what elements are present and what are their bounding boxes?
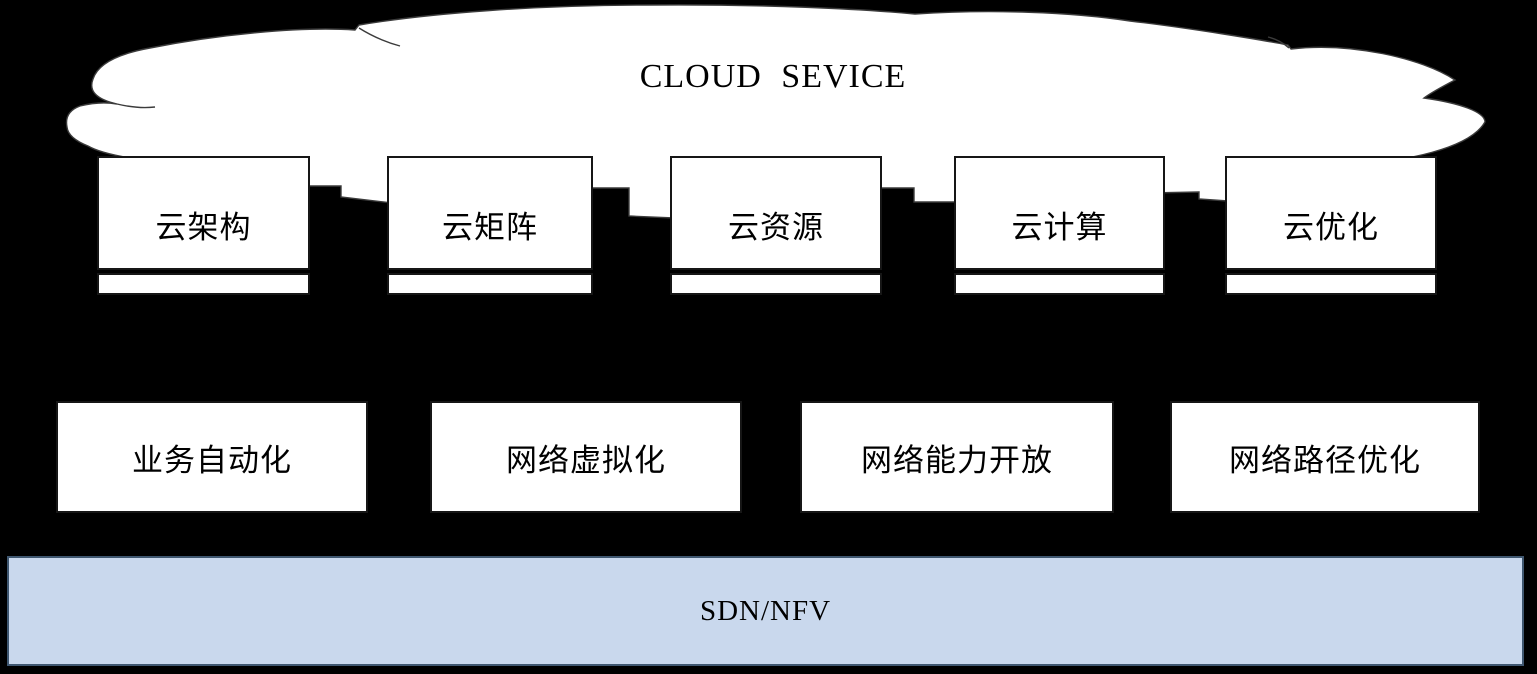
top-box-cloud-architecture: 云架构 (97, 156, 310, 270)
mid-box-network-virtualization-label: 网络虚拟化 (506, 442, 666, 478)
top-box-cloud-matrix: 云矩阵 (387, 156, 593, 270)
top-box-cloud-matrix-base (387, 273, 593, 295)
cloud-crease-notch (116, 103, 156, 109)
top-box-cloud-optimization-base (1225, 273, 1437, 295)
cloud-service-label: CLOUD SEVICE (639, 58, 907, 95)
top-box-cloud-optimization: 云优化 (1225, 156, 1437, 270)
mid-box-network-virtualization: 网络虚拟化 (430, 401, 742, 513)
cloud-crease-left (358, 27, 401, 47)
top-box-cloud-resource-label: 云资源 (728, 209, 824, 245)
mid-box-service-automation: 业务自动化 (56, 401, 368, 513)
top-box-cloud-optimization-label: 云优化 (1283, 209, 1379, 245)
mid-box-network-path-optimization-label: 网络路径优化 (1229, 442, 1421, 478)
mid-box-network-path-optimization: 网络路径优化 (1170, 401, 1480, 513)
top-box-cloud-matrix-label: 云矩阵 (442, 209, 538, 245)
top-box-cloud-computing-label: 云计算 (1011, 209, 1108, 245)
mid-box-network-capability-exposure: 网络能力开放 (800, 401, 1114, 513)
top-box-cloud-architecture-label: 云架构 (155, 209, 252, 245)
top-box-cloud-resource-base (670, 273, 882, 295)
cloud-crease-right (1267, 36, 1290, 49)
top-box-cloud-resource: 云资源 (670, 156, 882, 270)
top-box-cloud-architecture-base (97, 273, 310, 295)
sdn-nfv-label: SDN/NFV (699, 594, 832, 627)
top-box-cloud-computing-base (954, 273, 1165, 295)
mid-box-service-automation-label: 业务自动化 (132, 442, 292, 478)
mid-box-network-capability-exposure-label: 网络能力开放 (861, 442, 1053, 478)
top-box-cloud-computing: 云计算 (954, 156, 1165, 270)
sdn-nfv-bar: SDN/NFV (7, 556, 1524, 666)
